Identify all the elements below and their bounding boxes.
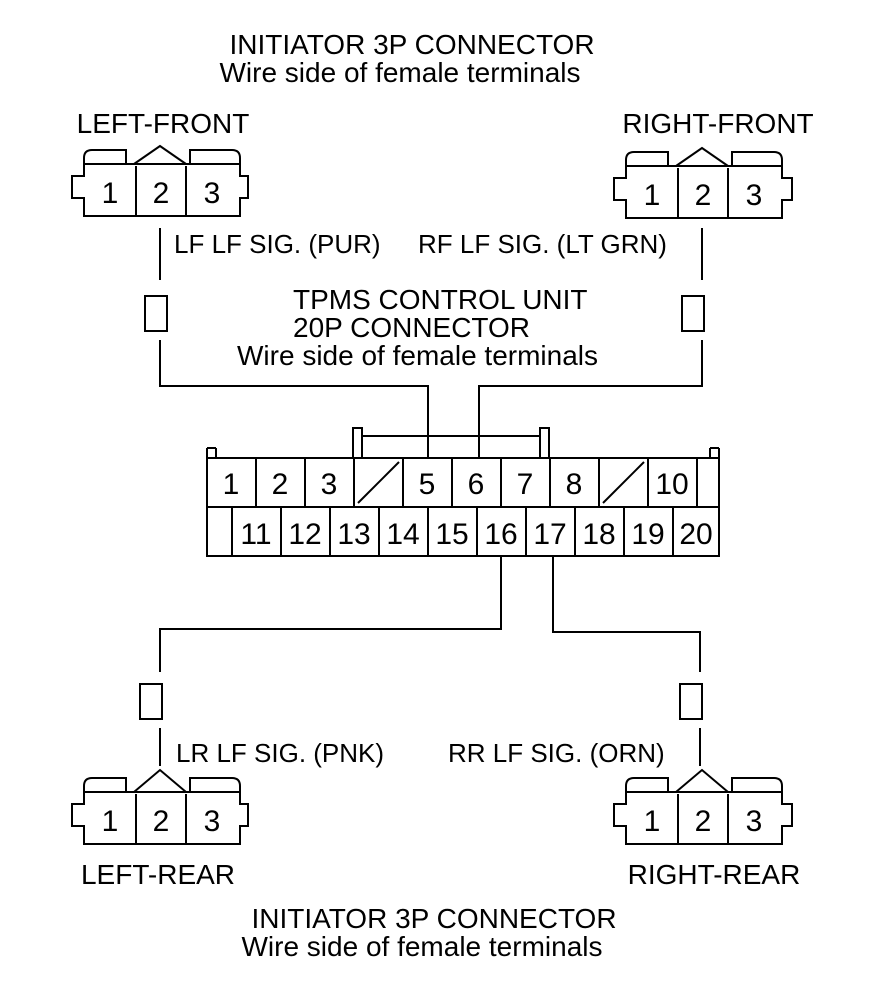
lr-signal-label: LR LF SIG. (PNK) <box>176 738 384 768</box>
right-front-pin-3: 3 <box>746 179 763 212</box>
tpms-pin-16: 16 <box>484 518 517 551</box>
rr-signal-label: RR LF SIG. (ORN) <box>448 738 665 768</box>
tpms-pin-20: 20 <box>679 518 712 551</box>
tpms-pin-5: 5 <box>419 468 436 501</box>
tpms-pin-3: 3 <box>321 468 338 501</box>
tpms-pin-1: 1 <box>223 468 240 501</box>
left-rear-pin-2: 2 <box>153 805 170 838</box>
tpms-pin-13: 13 <box>337 518 370 551</box>
left-rear-label: LEFT-REAR <box>81 859 235 890</box>
left-front-pin-2: 2 <box>153 177 170 210</box>
rf-wire-terminal <box>681 295 705 332</box>
tpms-pin-19: 19 <box>631 518 664 551</box>
right-rear-connector: 1 2 3 RIGHT-REAR <box>613 768 801 890</box>
left-rear-pin-3: 3 <box>204 805 221 838</box>
tpms-pin-7: 7 <box>517 468 534 501</box>
lf-wire <box>144 228 429 458</box>
rr-wire-terminal <box>679 683 703 720</box>
left-front-pin-3: 3 <box>204 177 221 210</box>
tpms-pin-17: 17 <box>533 518 566 551</box>
right-rear-label: RIGHT-REAR <box>628 859 801 890</box>
tpms-pin-15: 15 <box>435 518 468 551</box>
rr-wire <box>552 556 703 766</box>
left-front-pin-1: 1 <box>102 177 119 210</box>
lf-signal-label: LF LF SIG. (PUR) <box>174 229 381 259</box>
right-front-pin-2: 2 <box>695 179 712 212</box>
control-unit-line1: TPMS CONTROL UNIT <box>293 284 588 315</box>
bottom-connector-title: INITIATOR 3P CONNECTOR <box>251 903 616 934</box>
tpms-pin-10: 10 <box>655 468 688 501</box>
tpms-pin-12: 12 <box>288 518 321 551</box>
right-rear-pin-3: 3 <box>746 805 763 838</box>
rf-wire <box>478 228 705 458</box>
right-front-connector: RIGHT-FRONT 1 2 3 <box>613 108 814 219</box>
right-front-label: RIGHT-FRONT <box>622 108 813 139</box>
bottom-connector-subtitle: Wire side of female terminals <box>241 931 602 962</box>
right-front-pin-1: 1 <box>644 179 661 212</box>
top-connector-title: INITIATOR 3P CONNECTOR <box>229 29 594 60</box>
lr-wire <box>139 556 502 766</box>
tpms-pin-8: 8 <box>566 468 583 501</box>
lf-wire-terminal <box>144 295 168 332</box>
left-rear-pin-1: 1 <box>102 805 119 838</box>
tpms-pin-11: 11 <box>240 518 271 551</box>
left-rear-connector: 1 2 3 LEFT-REAR <box>71 768 249 890</box>
top-connector-subtitle: Wire side of female terminals <box>219 57 580 88</box>
control-unit-line3: Wire side of female terminals <box>237 340 598 371</box>
tpms-20p-connector: 1 2 3 5 6 7 8 10 11 12 13 14 15 16 17 18… <box>206 427 720 557</box>
tpms-pin-2: 2 <box>272 468 289 501</box>
tpms-pin-14: 14 <box>386 518 419 551</box>
control-unit-line2: 20P CONNECTOR <box>293 312 530 343</box>
left-front-connector: LEFT-FRONT 1 2 3 <box>71 108 250 217</box>
right-rear-pin-1: 1 <box>644 805 661 838</box>
tpms-pin-6: 6 <box>468 468 485 501</box>
left-front-label: LEFT-FRONT <box>77 108 250 139</box>
right-rear-pin-2: 2 <box>695 805 712 838</box>
tpms-pin-18: 18 <box>582 518 615 551</box>
rf-signal-label: RF LF SIG. (LT GRN) <box>418 229 667 259</box>
lr-wire-terminal <box>139 683 163 720</box>
